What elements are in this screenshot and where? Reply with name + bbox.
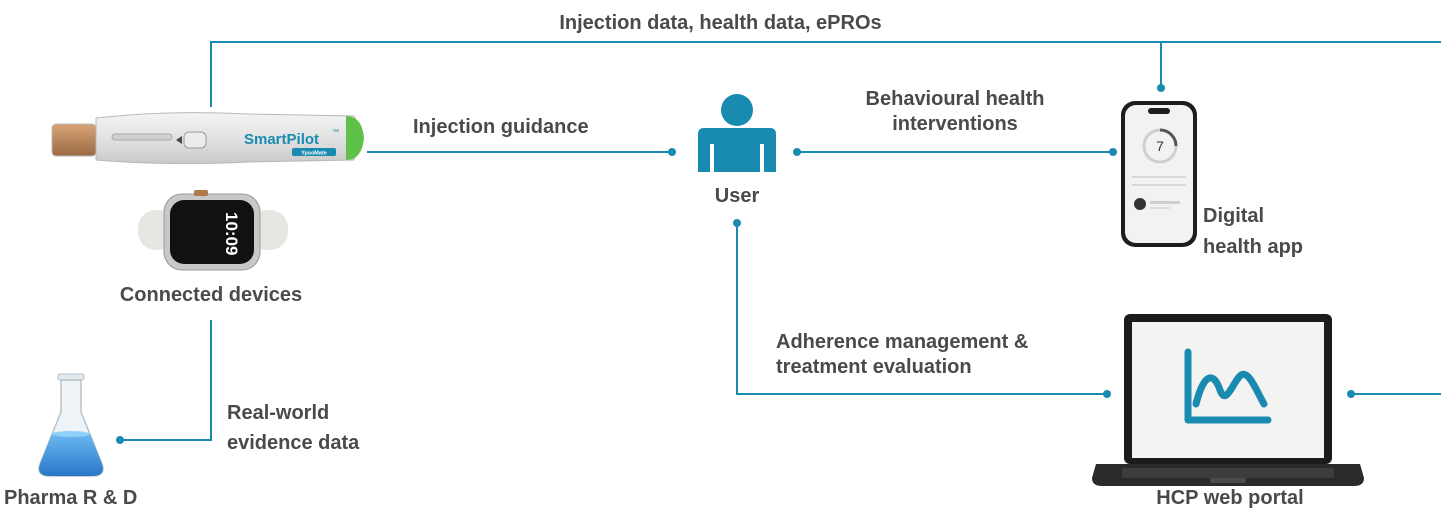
digital-label-line1: Digital [1203, 205, 1265, 227]
pen-sub-brand: YpsoMate [301, 151, 327, 157]
behavioural-label-line1: Behavioural health [865, 88, 1045, 110]
dot-portal-right [1347, 390, 1355, 398]
hcp-label: HCP web portal [1156, 487, 1304, 509]
digital-health-app-label: Digital health app [1203, 201, 1303, 263]
dot-user-left [668, 148, 676, 156]
dot-app-left [1109, 148, 1117, 156]
dot-user-right [793, 148, 801, 156]
top-data-line [210, 41, 1441, 107]
pen-injector-icon: SmartPilot ™ YpsoMate [51, 112, 364, 165]
smartphone-icon: 7 [1121, 101, 1197, 247]
watch-time: 10:09 [222, 212, 241, 255]
rwe-label-line2: evidence data [227, 432, 360, 454]
flask-icon [38, 373, 104, 477]
top-flow-label: Injection data, health data, ePROs [559, 12, 882, 34]
behavioural-label-line2: interventions [892, 113, 1018, 135]
adherence-label-line1: Adherence management & [776, 331, 1029, 353]
connected-devices-label: Connected devices [119, 284, 303, 306]
rwe-label-line1: Real-world [227, 402, 330, 424]
pharma-label: Pharma R & D [4, 487, 138, 509]
dot-flask [116, 436, 124, 444]
behavioural-label: Behavioural health interventions [830, 87, 1080, 137]
rwe-line [120, 320, 212, 441]
user-icon [698, 94, 776, 172]
dot-user-bottom [733, 219, 741, 227]
user-label: User [714, 185, 760, 207]
digital-label-line2: health app [1203, 236, 1304, 258]
pen-brand-tm: ™ [332, 129, 339, 136]
adherence-label: Adherence management & treatment evaluat… [776, 330, 1028, 380]
adherence-label-line2: treatment evaluation [776, 356, 972, 378]
injection-guidance-label: Injection guidance [413, 116, 589, 138]
rwe-label: Real-world evidence data [227, 398, 359, 458]
dot-portal-left [1103, 390, 1111, 398]
adherence-line [736, 226, 1107, 395]
chart-icon [1184, 348, 1272, 424]
pen-brand-text: SmartPilot [244, 131, 319, 148]
phone-counter: 7 [1156, 138, 1164, 154]
laptop-icon [1092, 314, 1364, 486]
dot-app-top [1157, 84, 1165, 92]
smartwatch-icon: 10:09 [138, 190, 288, 271]
